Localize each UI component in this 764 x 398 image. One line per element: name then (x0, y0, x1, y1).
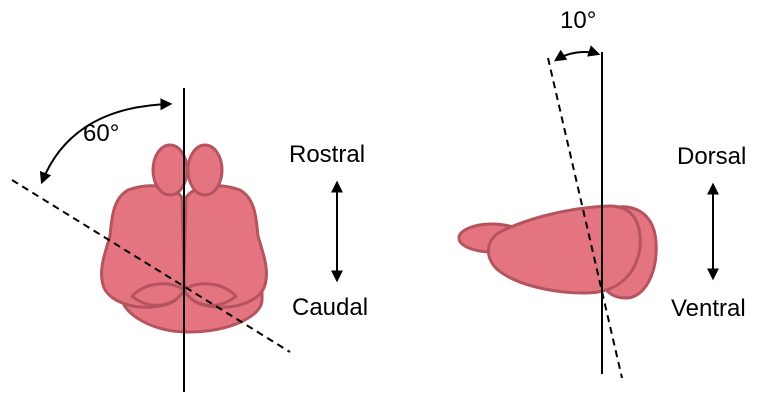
rostral-label: Rostral (289, 141, 365, 168)
angle-label-10: 10° (560, 7, 596, 34)
ventral-label: Ventral (671, 295, 746, 322)
dorsal-label: Dorsal (677, 143, 746, 170)
lateral-cerebrum (488, 206, 640, 293)
caudal-label: Caudal (292, 294, 368, 321)
angle-arc-10 (556, 52, 598, 60)
lateral-view-brain (459, 206, 656, 298)
right-olfactory-bulb (188, 145, 222, 195)
angle-label-60: 60° (83, 120, 119, 147)
left-olfactory-bulb (153, 145, 187, 195)
